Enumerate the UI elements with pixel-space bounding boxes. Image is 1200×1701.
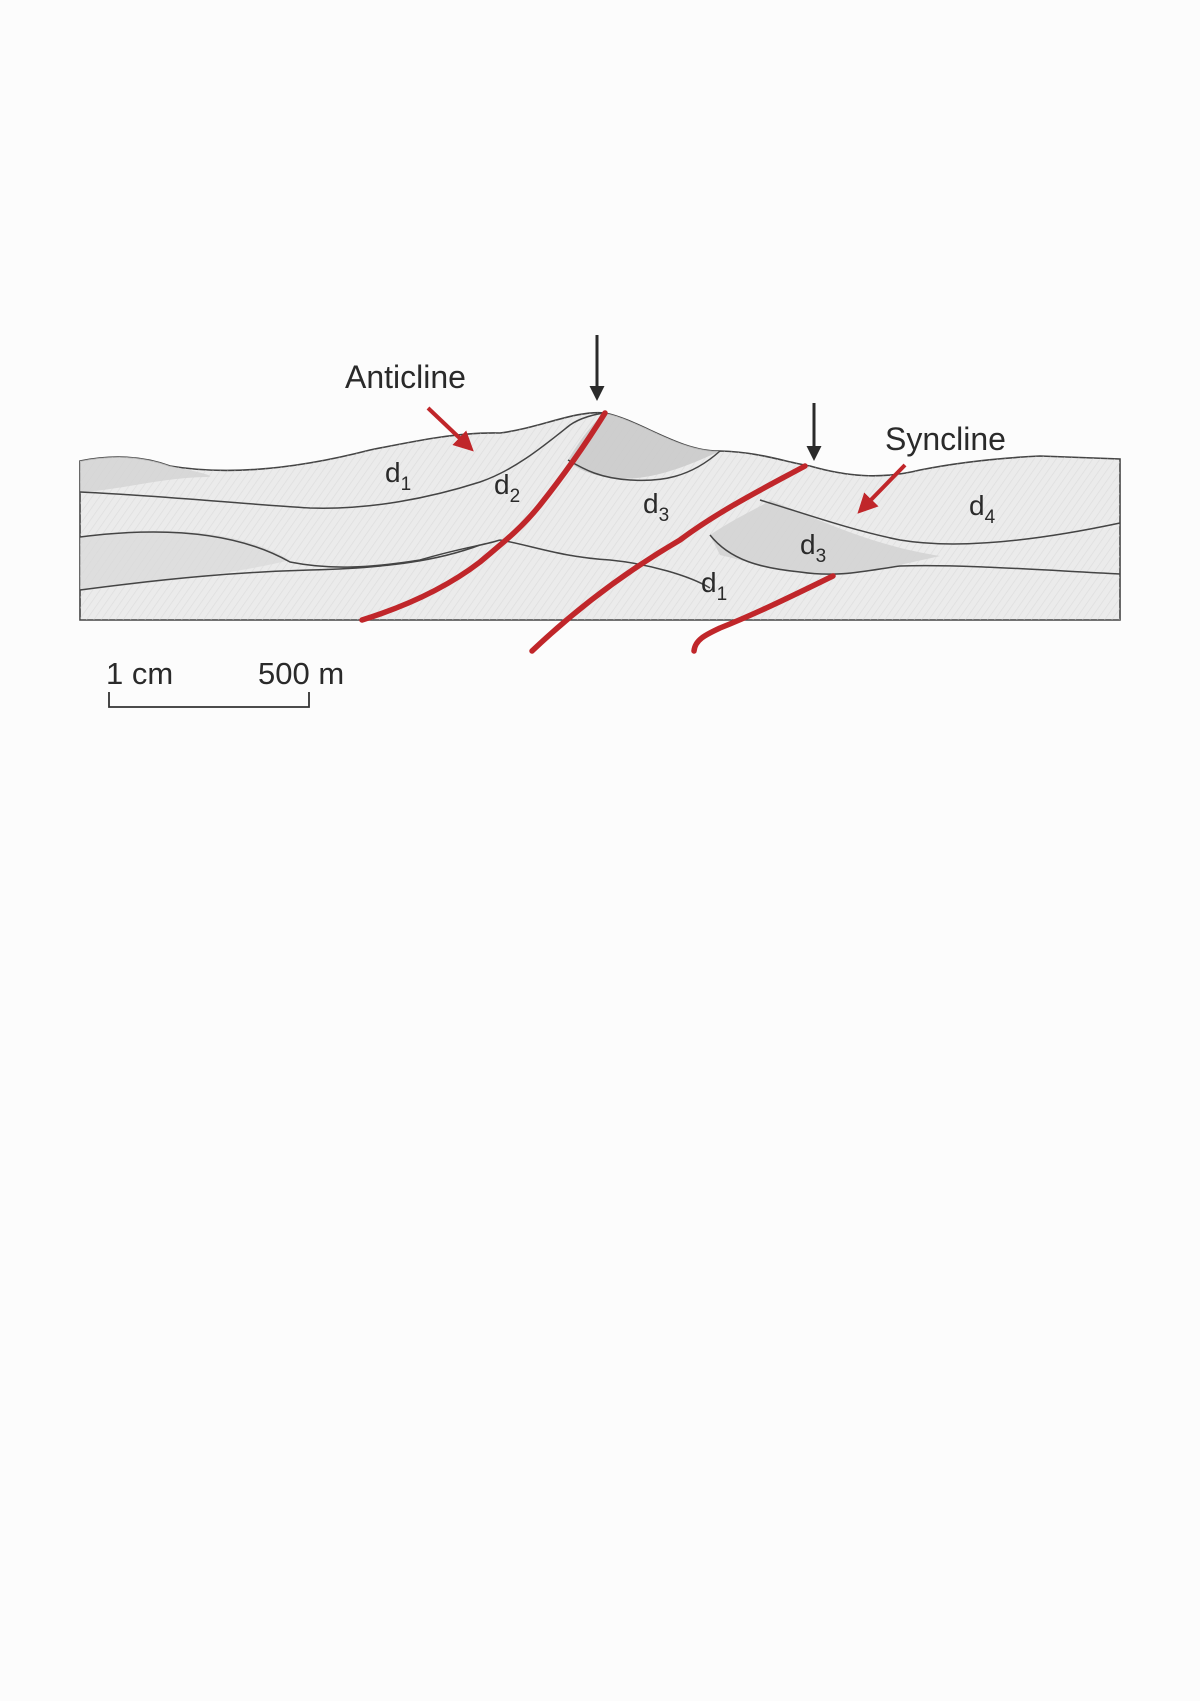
shaded-unit-left bbox=[80, 456, 211, 492]
scale-bar-left-label: 1 cm bbox=[106, 656, 173, 691]
scale-bar-line bbox=[108, 692, 310, 708]
anticline-core bbox=[568, 413, 720, 479]
syncline-d3-body bbox=[710, 500, 940, 575]
anticline-arrow bbox=[426, 406, 474, 452]
unit-label-d4: d4 bbox=[969, 490, 996, 528]
syncline-arrow bbox=[857, 463, 907, 514]
scale-bar: 1 cm 500 m bbox=[106, 656, 344, 708]
unit-label-d3-right: d3 bbox=[800, 529, 826, 567]
fault-center bbox=[529, 463, 808, 654]
scale-bar-right-label: 500 m bbox=[258, 656, 344, 691]
fault-left bbox=[359, 410, 608, 623]
anticline-label: Anticline bbox=[345, 359, 466, 395]
unit-label-d1-left: d1 bbox=[385, 457, 411, 495]
syncline-label: Syncline bbox=[885, 421, 1006, 457]
layer-boundaries bbox=[79, 412, 1121, 591]
unit-label-d3-center: d3 bbox=[643, 488, 669, 526]
fault-lines bbox=[359, 410, 836, 654]
shaded-unit-lower-left bbox=[80, 531, 290, 590]
unit-label-d1-right: d1 bbox=[701, 567, 727, 605]
fault-right bbox=[691, 573, 836, 654]
unit-label-d2: d2 bbox=[494, 469, 520, 507]
